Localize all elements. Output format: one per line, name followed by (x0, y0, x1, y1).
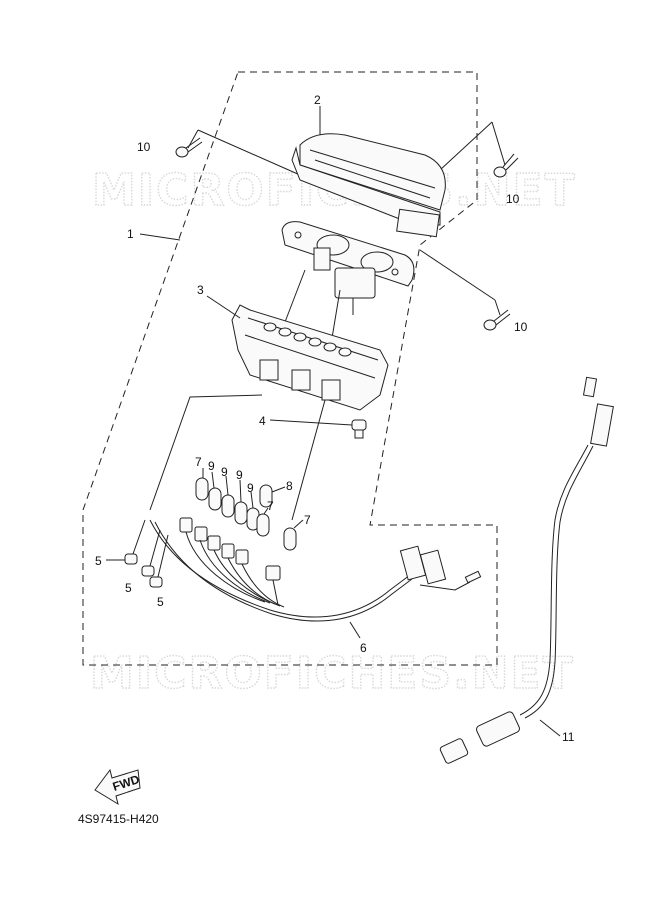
leader-10-right (491, 121, 506, 166)
screw-5a (124, 519, 146, 565)
callout-2: 2 (314, 93, 321, 107)
callout-6: 6 (360, 641, 367, 655)
callout-11: 11 (562, 730, 575, 744)
leader-7c (293, 519, 304, 529)
callout-9d: 9 (247, 481, 254, 495)
callout-7c: 7 (304, 513, 311, 527)
screw-4 (351, 419, 367, 439)
callout-5a: 5 (95, 554, 102, 568)
wire-harness (149, 517, 482, 622)
callout-8: 8 (286, 479, 293, 493)
screw-10-lower (483, 309, 511, 331)
leader-10-lower (494, 299, 501, 316)
callout-10b: 10 (506, 192, 520, 206)
bulbs (195, 477, 297, 551)
leader-1 (139, 233, 181, 241)
screw-5b (141, 529, 161, 577)
leader-9c (239, 479, 242, 503)
leader-6 (349, 621, 361, 639)
leader-11 (539, 719, 561, 737)
meter-cover (291, 133, 446, 238)
leader-10-right-b (439, 121, 493, 171)
watermark-bottom: MICROFICHES.NET (90, 648, 575, 699)
leader-9b (225, 475, 229, 496)
meter-case (231, 304, 389, 411)
callout-7a: 7 (195, 455, 202, 469)
leader-9d (250, 491, 254, 509)
leader-4 (269, 419, 353, 426)
screw-5c (149, 534, 169, 588)
callout-10c: 10 (514, 320, 528, 334)
speedometer-cable (439, 376, 614, 764)
callout-10a: 10 (137, 140, 151, 154)
leader-9a (211, 471, 215, 489)
mounting-plate (281, 221, 415, 315)
callout-5b: 5 (125, 581, 132, 595)
callout-5c: 5 (157, 595, 164, 609)
callout-4: 4 (259, 414, 266, 428)
diagram-code: 4S97415-H420 (78, 812, 159, 826)
callout-9b: 9 (221, 465, 228, 479)
leader-10-lower-b (419, 249, 496, 301)
leader-8 (271, 486, 286, 493)
screw-10-right (493, 153, 519, 178)
callout-7b: 7 (267, 499, 274, 513)
callout-3: 3 (197, 283, 204, 297)
leader-case-to-bulb (291, 399, 326, 521)
callout-9c: 9 (236, 468, 243, 482)
leader-7b (263, 507, 269, 515)
leader-case-to-harness (149, 394, 263, 511)
callout-9a: 9 (208, 459, 215, 473)
screw-10-left (175, 137, 203, 158)
leader-10-left-b (197, 129, 301, 176)
fwd-arrow-icon: FWD (94, 768, 141, 806)
callout-1: 1 (127, 227, 134, 241)
leader-3 (206, 295, 241, 319)
